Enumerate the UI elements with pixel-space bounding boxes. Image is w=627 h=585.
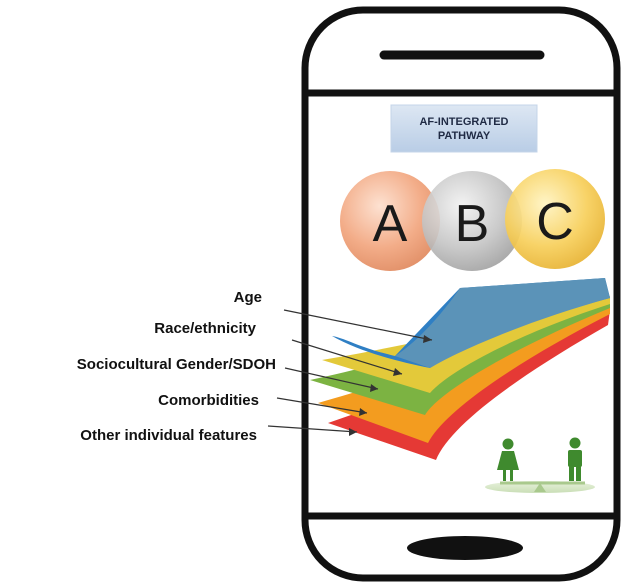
label-comorbidities: Comorbidities <box>158 392 259 409</box>
equality-scale <box>485 437 595 493</box>
pathway-background <box>390 104 538 153</box>
arrow-head-sociocultural <box>370 384 378 392</box>
circle-a <box>340 171 440 271</box>
arrow-head-other <box>349 428 357 436</box>
layer-teal-top <box>395 278 610 368</box>
arrow-sociocultural <box>284 367 379 390</box>
male-head <box>569 437 581 449</box>
phone-home-button-icon <box>407 536 523 560</box>
circle-c <box>505 169 605 269</box>
balance-fulcrum <box>534 483 546 492</box>
female-figure-icon <box>497 438 519 481</box>
arrow-head-race <box>393 368 402 376</box>
female-leg-right <box>510 470 513 481</box>
label-other-individual-features: Other individual features <box>80 427 257 444</box>
label-race-ethnicity: Race/ethnicity <box>154 320 256 337</box>
arrow-head-comorbidities <box>359 408 367 416</box>
female-body <box>497 451 519 470</box>
circle-b <box>422 171 522 271</box>
leader-arrows <box>267 309 433 433</box>
circle-a-letter: A <box>373 195 408 253</box>
label-age: Age <box>234 289 262 306</box>
male-torso <box>568 450 582 467</box>
arrow-comorbidities <box>276 397 368 414</box>
arrow-other <box>267 425 358 433</box>
female-head <box>502 438 514 450</box>
pathway-title-line2: PATHWAY <box>438 130 491 142</box>
arrow-race-ethnicity <box>291 339 403 375</box>
circle-b-letter: B <box>455 195 490 253</box>
male-leg-right <box>576 466 581 481</box>
abc-circles: A B C <box>340 169 605 271</box>
stacked-layers <box>310 278 610 460</box>
female-leg-left <box>503 470 506 481</box>
label-sociocultural-gender-sdoh: Sociocultural Gender/SDOH <box>77 356 276 373</box>
arrow-heads <box>349 335 432 436</box>
layer-labels: Age Race/ethnicity Sociocultural Gender/… <box>77 289 276 444</box>
male-leg-left <box>569 466 574 481</box>
pathway-title-line1: AF-INTEGRATED <box>419 116 508 128</box>
arrow-age <box>283 309 433 341</box>
arrow-head-age <box>423 335 432 343</box>
circle-c-letter: C <box>536 193 574 251</box>
male-figure-icon <box>568 437 582 481</box>
pathway-box: AF-INTEGRATED PATHWAY <box>390 104 538 153</box>
